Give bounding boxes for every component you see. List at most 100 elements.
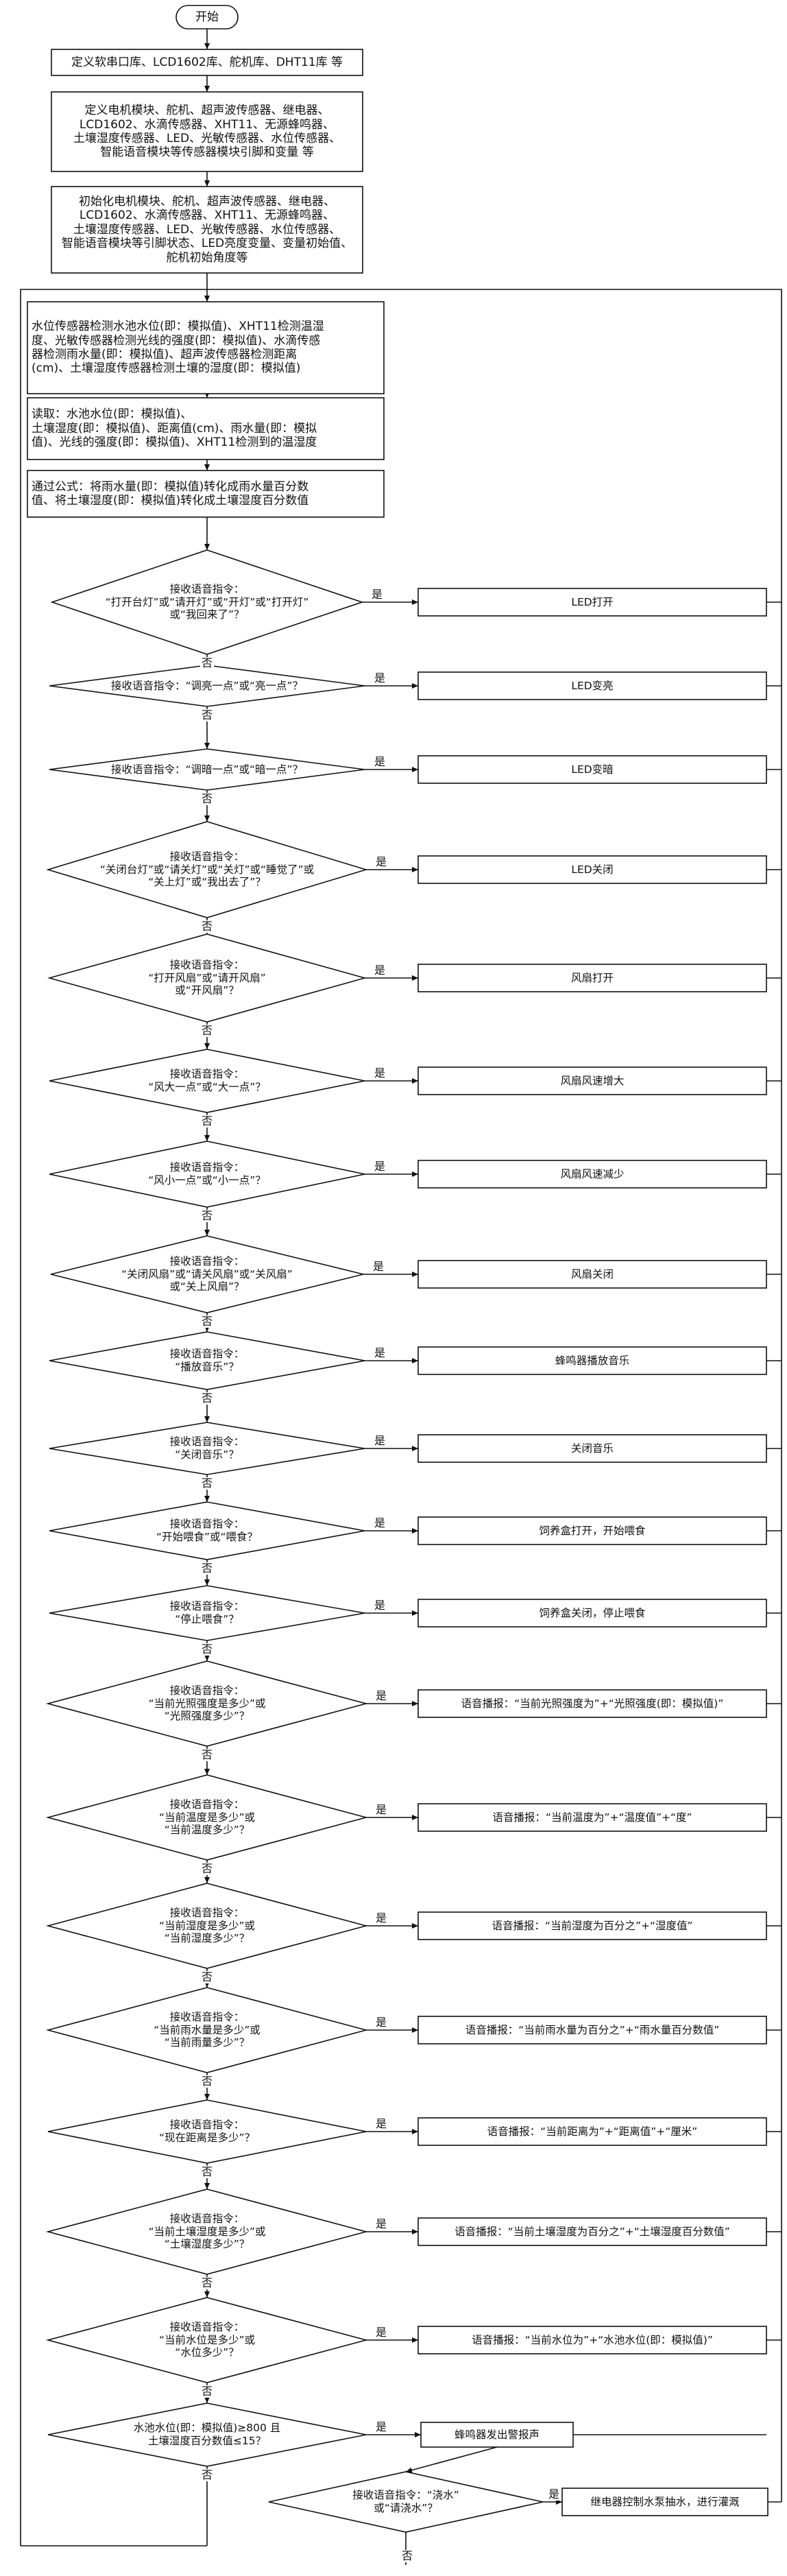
- yes-label: 是: [547, 2488, 561, 2501]
- decision-text: 接收语音指令： “停止喂食”？: [169, 1600, 245, 1625]
- decision-diamond-final: [268, 2471, 544, 2533]
- action-text: 风扇打开: [570, 971, 614, 984]
- no-label: 否: [200, 1114, 215, 1128]
- action-text: 风扇关闭: [570, 1267, 614, 1280]
- start-terminal: [175, 5, 239, 29]
- no-label: 否: [200, 1392, 215, 1405]
- decision-diamond: [47, 2402, 367, 2467]
- no-label: 否: [200, 1477, 215, 1490]
- no-label: 否: [200, 920, 215, 933]
- action-box: [417, 1066, 767, 1095]
- action-box: [417, 855, 767, 884]
- no-label: 否: [400, 2549, 415, 2562]
- action-box: [417, 1689, 767, 1718]
- yes-label: 是: [374, 2217, 389, 2230]
- decision-text: 接收语音指令： “关闭风扇”或“请关风扇”或“关风扇” 或“关上风扇”？: [121, 1255, 293, 1293]
- action-text: 关闭音乐: [570, 1442, 614, 1455]
- action-box: [417, 671, 767, 700]
- action-text: 语音播报：“当前水位为”+“水池水位(即：模拟值)”: [472, 2333, 713, 2346]
- loop-return-line: [20, 289, 782, 2546]
- decision-diamond: [49, 665, 365, 707]
- decision-text: 接收语音指令： “打开风扇”或“请开风扇” 或“开风扇”？: [148, 959, 266, 997]
- no-label: 否: [200, 1562, 215, 1575]
- init-step-text: 定义软串口库、LCD1602库、舵机库、DHT11库 等: [71, 55, 343, 69]
- init-process-box: [51, 186, 363, 274]
- decision-diamond: [49, 1585, 365, 1641]
- no-label: 否: [200, 656, 215, 669]
- no-label: 否: [200, 792, 215, 805]
- action-text: 继电器控制水泵抽水，进行灌溉: [590, 2495, 740, 2508]
- action-text: 语音播报：“当前湿度为百分之”+“湿度值”: [492, 1919, 693, 1932]
- yes-label: 是: [373, 964, 387, 977]
- decision-diamond: [49, 1501, 365, 1560]
- action-box: [417, 1516, 767, 1545]
- no-label: 否: [200, 708, 215, 721]
- action-box: [561, 2488, 768, 2516]
- action-text: 风扇风速增大: [560, 1074, 625, 1087]
- action-box: [417, 2217, 767, 2246]
- action-text: 语音播报：“当前雨水量为百分之”+“雨水量百分数值”: [465, 2023, 720, 2036]
- init-process-box: [51, 49, 363, 76]
- decision-text: 接收语音指令： “开始喂食”或“喂食？: [156, 1518, 258, 1543]
- yes-label: 是: [374, 1689, 389, 1702]
- decision-diamond: [45, 2189, 369, 2275]
- decision-diamond: [47, 933, 367, 1023]
- no-label: 否: [200, 2075, 215, 2088]
- action-text: LED打开: [571, 595, 614, 608]
- yes-label: 是: [374, 1803, 389, 1816]
- action-text: LED变亮: [571, 679, 614, 692]
- no-label: 否: [200, 2385, 215, 2398]
- loop-step-text: 读取：水池水位(即：模拟值)、 土壤湿度(即：模拟值)、距离值(cm)、雨水量(…: [32, 407, 317, 450]
- yes-label: 是: [373, 671, 387, 684]
- action-text: 饲养盒关闭，停止喂食: [539, 1606, 646, 1619]
- decision-diamond: [49, 1422, 365, 1475]
- yes-label: 是: [374, 2420, 389, 2433]
- decision-text: 接收语音指令：“调暗一点”或“暗一点”？: [110, 763, 304, 776]
- no-label: 否: [200, 1970, 215, 1983]
- decision-diamond: [45, 1660, 369, 1747]
- loop-process-box: [27, 397, 385, 460]
- decision-diamond: [47, 2099, 367, 2164]
- action-box: [417, 588, 767, 617]
- yes-label: 是: [373, 1160, 387, 1173]
- decision-text: 接收语音指令： “当前温度是多少”或 “当前温度多少”？: [158, 1798, 256, 1837]
- decision-text: 接收语音指令： “当前土壤湿度是多少”或 “土壤湿度多少”？: [148, 2213, 266, 2251]
- decision-diamond: [49, 1331, 365, 1390]
- no-label: 否: [200, 1024, 215, 1037]
- decision-text: 接收语音指令：“浇水” 或“请浇水”？: [352, 2489, 459, 2514]
- yes-label: 是: [373, 1516, 387, 1529]
- yes-label: 是: [373, 1434, 387, 1447]
- action-box: [417, 2326, 767, 2354]
- decision-text: 接收语音指令： “当前湿度是多少”或 “当前湿度多少”？: [158, 1907, 256, 1945]
- decision-text: 接收语音指令： “风小一点”或“小一点”？: [148, 1161, 266, 1186]
- start-label: 开始: [195, 10, 219, 24]
- no-label: 否: [200, 1748, 215, 1761]
- yes-label: 是: [373, 755, 387, 768]
- action-box: [417, 2117, 767, 2146]
- decision-diamond: [45, 1987, 369, 2073]
- action-box: [417, 1260, 767, 1289]
- loop-process-box: [27, 470, 385, 518]
- action-box: [417, 1911, 767, 1940]
- loop-process-box: [27, 301, 385, 394]
- action-box: [417, 1160, 767, 1189]
- action-text: 语音播报：“当前温度为”+“温度值”+“度”: [492, 1811, 692, 1824]
- no-label: 否: [200, 1862, 215, 1875]
- no-label: 否: [200, 1643, 215, 1656]
- action-text: 语音播报：“当前土壤湿度为百分之”+“土壤湿度百分数值”: [455, 2225, 730, 2238]
- action-text: 语音播报：“当前距离为”+“距离值”+“厘米”: [487, 2125, 698, 2138]
- action-text: 语音播报：“当前光照强度为”+“光照强度(即：模拟值)”: [461, 1697, 724, 1710]
- action-box: [420, 2422, 574, 2448]
- yes-label: 是: [372, 1260, 386, 1273]
- action-box: [417, 1434, 767, 1463]
- decision-text: 接收语音指令： “打开台灯”或“请开灯”或“开灯”或“打开灯” 或“我回来了”？: [105, 583, 309, 621]
- decision-text: 接收语音指令： “风大一点”或“大一点”？: [148, 1068, 266, 1093]
- action-text: LED关闭: [571, 863, 614, 876]
- decision-text: 接收语音指令： “关闭音乐”？: [169, 1435, 245, 1461]
- action-text: LED变暗: [571, 763, 614, 776]
- decision-diamond: [50, 1235, 364, 1313]
- action-box: [417, 2016, 767, 2044]
- yes-label: 是: [374, 2016, 389, 2029]
- decision-text: 接收语音指令：“调亮一点”或“亮一点”？: [110, 679, 304, 692]
